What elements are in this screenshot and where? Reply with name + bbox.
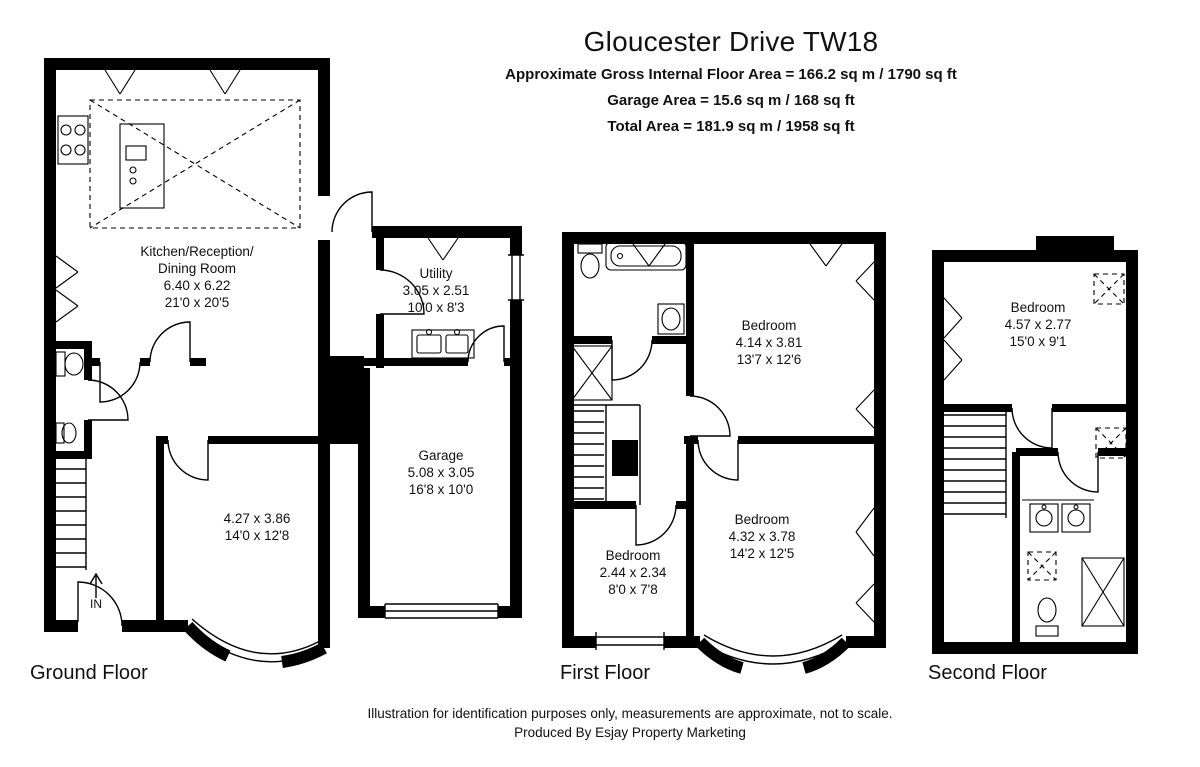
room-label-bedroom-2: Bedroom 4.32 x 3.78 14'2 x 12'5 [729, 511, 796, 562]
room-dim-imperial: 10'0 x 8'3 [407, 300, 465, 315]
bathroom-fixtures [1022, 499, 1125, 637]
floor-label-ground: Ground Floor [30, 662, 148, 684]
disclaimer: Illustration for identification purposes… [367, 704, 892, 742]
room-name-line: Dining Room [157, 261, 237, 276]
toilet-icon [577, 243, 603, 279]
wc-fixtures [55, 351, 84, 444]
toilet-icon [55, 351, 84, 377]
room-dim-metric: 4.14 x 3.81 [735, 335, 803, 350]
room-label-bedroom-4: Bedroom 4.57 x 2.77 15'0 x 9'1 [1005, 299, 1072, 350]
window-marks [55, 69, 524, 323]
room-name-line: Bedroom [1010, 300, 1066, 315]
room-label-bedroom-1: Bedroom 4.14 x 3.81 13'7 x 12'6 [736, 317, 803, 368]
first-floor-plan [562, 232, 886, 674]
ground-interior-walls [44, 226, 522, 624]
room-name-line: Kitchen/Reception/ [140, 244, 254, 259]
bay-window [695, 634, 851, 674]
room-dim-metric: 4.27 x 3.86 [223, 511, 291, 526]
floor-label-second: Second Floor [928, 662, 1047, 684]
window-marks [595, 243, 875, 650]
roof-window-icon [1093, 273, 1125, 305]
room-label-bedroom-3: Bedroom 2.44 x 2.34 8'0 x 7'8 [600, 547, 667, 598]
twin-sinks-icon [1029, 503, 1091, 533]
room-label-garage: Garage 5.08 x 3.05 16'8 x 10'0 [408, 447, 475, 498]
room-name-line: Utility [419, 266, 453, 281]
ground-floor-plan [44, 58, 524, 668]
sink-icon [657, 303, 685, 335]
stove-icon [57, 115, 89, 165]
kitchen-fixtures [57, 99, 301, 229]
utility-sink-icon [411, 328, 475, 359]
room-dim-imperial: 8'0 x 7'8 [608, 582, 658, 597]
room-dim-metric: 4.57 x 2.77 [1004, 317, 1072, 332]
area-line-total: Total Area = 181.9 sq m / 1958 sq ft [607, 118, 855, 135]
room-label-kitchen: Kitchen/Reception/ Dining Room 6.40 x 6.… [140, 243, 253, 311]
room-dim-imperial: 21'0 x 20'5 [164, 295, 230, 310]
bay-window [183, 618, 327, 668]
door-arcs [611, 339, 739, 546]
stairs [574, 404, 641, 505]
producer-line: Produced By Esjay Property Marketing [514, 725, 746, 740]
entrance-arrow [89, 572, 103, 598]
window-marks [943, 297, 963, 381]
floor-label-first: First Floor [560, 662, 650, 684]
roof-window-icon [1027, 551, 1057, 581]
shower-icon [1081, 557, 1125, 627]
room-dim-imperial: 14'0 x 12'8 [224, 528, 290, 543]
room-dim-imperial: 14'2 x 12'5 [729, 546, 795, 561]
bathroom-fixtures [571, 241, 687, 401]
bath-icon [605, 241, 687, 271]
room-dim-metric: 5.08 x 3.05 [407, 465, 475, 480]
stairs [944, 410, 1007, 518]
room-dim-imperial: 15'0 x 9'1 [1009, 334, 1067, 349]
second-exterior-walls [932, 236, 1138, 654]
room-name-line: Bedroom [741, 318, 797, 333]
room-name-line: Garage [418, 448, 464, 463]
disclaimer-line: Illustration for identification purposes… [367, 706, 893, 721]
cupboard [571, 345, 613, 401]
first-interior-walls [562, 232, 886, 648]
roof-window-icon [1095, 427, 1127, 459]
room-label-front-room: 4.27 x 3.86 14'0 x 12'8 [224, 510, 291, 544]
room-dim-metric: 4.32 x 3.78 [728, 529, 796, 544]
room-dim-imperial: 13'7 x 12'6 [736, 352, 802, 367]
ceiling-outline [89, 99, 301, 229]
room-dim-metric: 6.40 x 6.22 [163, 278, 231, 293]
room-dim-imperial: 16'8 x 10'0 [408, 482, 474, 497]
area-line-garage: Garage Area = 15.6 sq m / 168 sq ft [607, 92, 855, 109]
room-name-line: Bedroom [605, 548, 661, 563]
sink-icon [55, 422, 77, 444]
area-summary: Approximate Gross Internal Floor Area = … [505, 62, 957, 140]
door-arcs [1011, 407, 1099, 493]
stairs [56, 452, 87, 570]
second-floor-plan [932, 236, 1138, 654]
roof-windows [1027, 273, 1127, 581]
kitchen-island [119, 123, 165, 209]
entrance-label: IN [90, 597, 102, 611]
room-dim-metric: 3.05 x 2.51 [402, 283, 470, 298]
room-dim-metric: 2.44 x 2.34 [599, 565, 667, 580]
room-label-utility: Utility 3.05 x 2.51 10'0 x 8'3 [403, 265, 470, 316]
area-line-gross: Approximate Gross Internal Floor Area = … [505, 66, 957, 83]
door-arcs [77, 191, 505, 627]
garage-door [384, 603, 499, 619]
toilet-icon [1035, 597, 1059, 637]
chimney-block [318, 356, 364, 444]
page-title: Gloucester Drive TW18 [583, 26, 879, 57]
room-name-line: Bedroom [734, 512, 790, 527]
second-interior-walls [932, 404, 1138, 648]
